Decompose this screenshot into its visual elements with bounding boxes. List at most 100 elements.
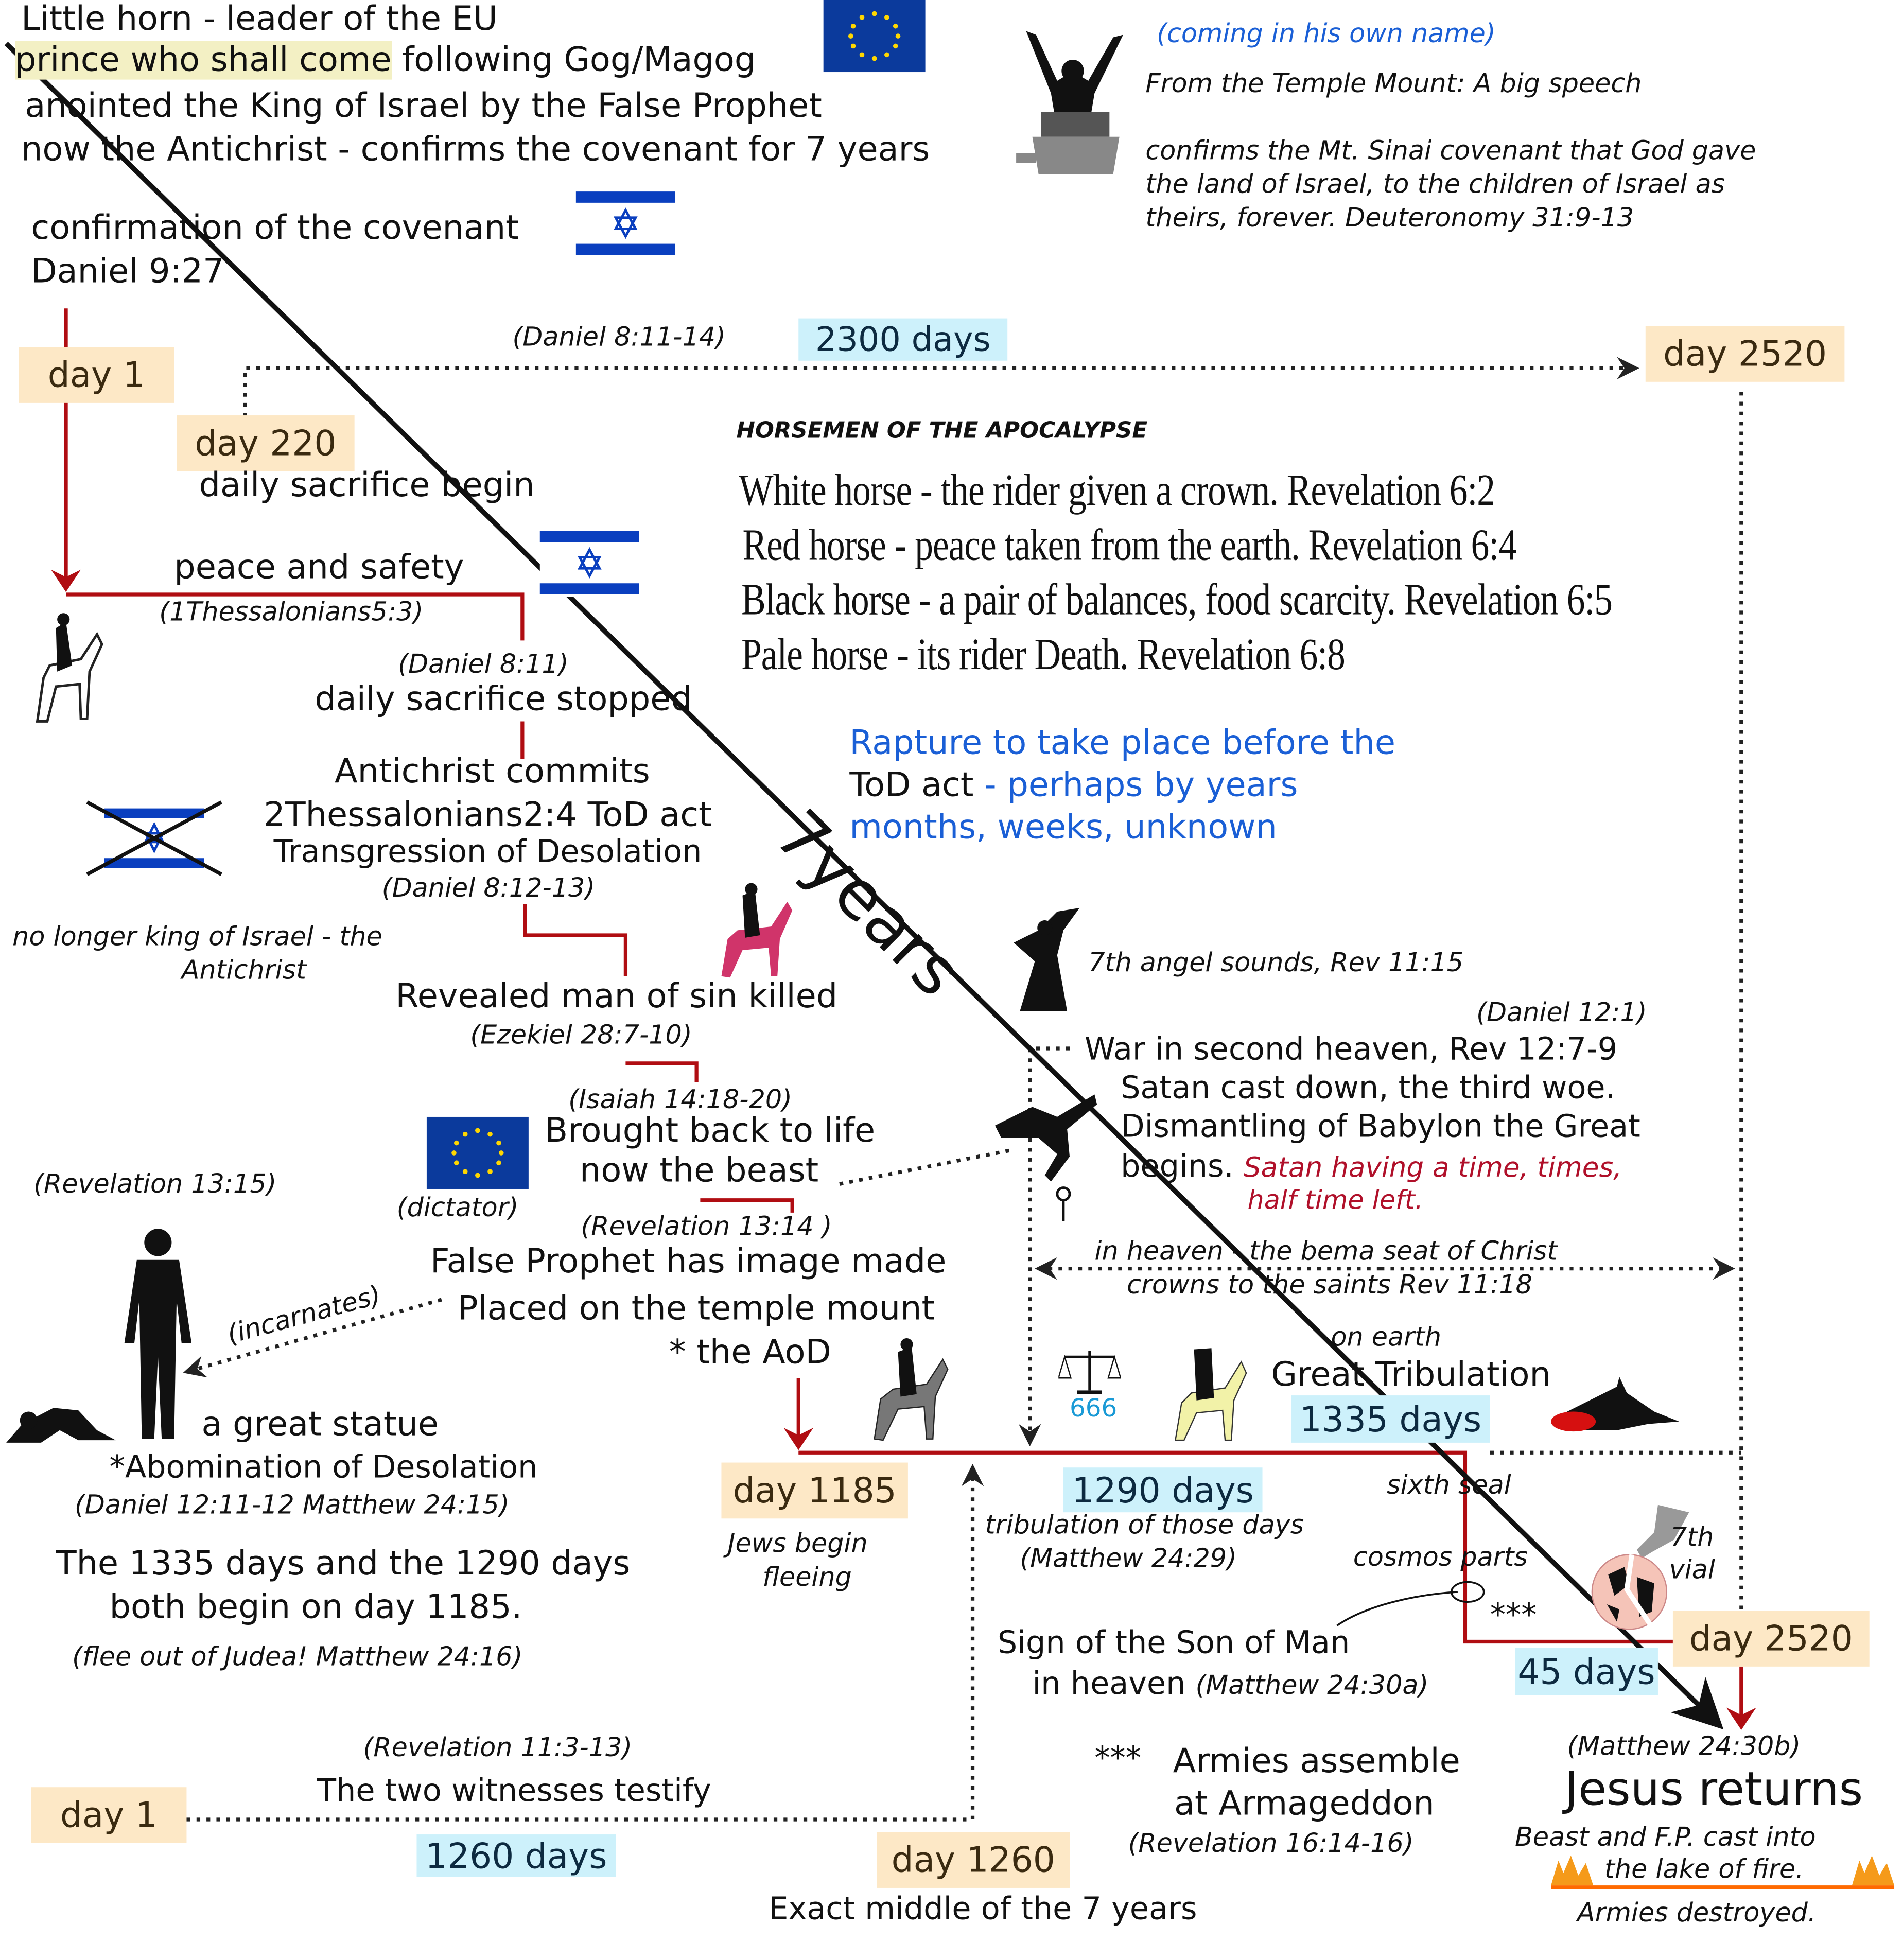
black-horse-rider-icon bbox=[1174, 1348, 1247, 1441]
horseman-white: White horse - the rider given a crown. R… bbox=[739, 465, 1495, 515]
stars-marker: *** bbox=[1490, 1597, 1537, 1633]
eu-flag-icon bbox=[426, 1116, 529, 1189]
brought-back-text: Brought back to life bbox=[545, 1112, 876, 1151]
seventh-vial-globe-icon bbox=[1591, 1504, 1689, 1630]
revealed-text: Revealed man of sin killed bbox=[395, 977, 838, 1017]
israel-flag-icon bbox=[575, 189, 676, 258]
rev-1315-text: (Revelation 13:15) bbox=[33, 1169, 277, 1199]
daniel-121-text: (Daniel 12:1) bbox=[1476, 997, 1647, 1027]
now-beast-text: now the beast bbox=[579, 1151, 819, 1191]
rapture-line-3: months, weeks, unknown bbox=[849, 808, 1277, 847]
red-horse-rider-icon bbox=[721, 883, 793, 978]
beast-cast-text: Beast and F.P. cast into bbox=[1515, 1822, 1816, 1852]
crowns-text: crowns to the saints Rev 11:18 bbox=[1127, 1270, 1532, 1300]
sinai-line-3: theirs, forever. Deuteronomy 31:9-13 bbox=[1145, 202, 1634, 233]
antichrist-commits-text: Antichrist commits bbox=[334, 752, 650, 791]
rev-1614-text: (Revelation 16:14-16) bbox=[1128, 1828, 1414, 1858]
armies-assemble-text: Armies assemble bbox=[1173, 1742, 1460, 1781]
anointed-text: anointed the King of Israel by the False… bbox=[25, 87, 822, 126]
seventh-vial-label-1: 7th bbox=[1670, 1522, 1714, 1552]
placed-temple-text: Placed on the temple mount bbox=[458, 1289, 935, 1328]
thess-text: (1Thessalonians5:3) bbox=[159, 597, 424, 627]
fleeing-text: fleeing bbox=[762, 1562, 852, 1592]
day-2520-bottom-label: day 2520 bbox=[1672, 1611, 1870, 1667]
coming-text: (coming in his own name) bbox=[1157, 19, 1496, 49]
jesus-returns-text: Jesus returns bbox=[1564, 1762, 1863, 1816]
slain-figure-icon bbox=[1551, 1376, 1680, 1432]
antichrist-covenant-text: now the Antichrist - confirms the covena… bbox=[21, 130, 930, 169]
gog-magog-text: following Gog/Magog bbox=[391, 41, 756, 80]
days-1260-label: 1260 days bbox=[416, 1834, 616, 1877]
two-witnesses-text: The two witnesses testify bbox=[317, 1772, 711, 1809]
sinai-line-1: confirms the Mt. Sinai covenant that God… bbox=[1145, 135, 1756, 166]
armageddon-text: at Armageddon bbox=[1174, 1784, 1435, 1824]
day-1-top-label: day 1 bbox=[19, 347, 174, 403]
satan-time-text: Satan having a time, times, bbox=[1243, 1152, 1622, 1184]
horsemen-title: HORSEMEN OF THE APOCALYPSE bbox=[736, 417, 1148, 444]
daniel-811-text: (Daniel 8:11) bbox=[398, 649, 569, 679]
matt-2430b-text: (Matthew 24:30b) bbox=[1567, 1731, 1801, 1761]
transgression-text: Transgression of Desolation bbox=[273, 833, 702, 869]
day-1185-label: day 1185 bbox=[721, 1462, 908, 1519]
begins-line: begins. Satan having a time, times, bbox=[1121, 1148, 1622, 1185]
white-horse-rider-icon bbox=[36, 613, 103, 723]
lake-of-fire-icon bbox=[1551, 1856, 1895, 1889]
israel-flag-icon bbox=[539, 528, 639, 597]
perhaps-years-text: - perhaps by years bbox=[973, 766, 1298, 805]
prince-highlight: prince who shall come bbox=[14, 41, 392, 80]
red-timeline bbox=[51, 308, 1756, 1730]
aod-text: * the AoD bbox=[669, 1333, 831, 1372]
daniel-927-text: Daniel 9:27 bbox=[31, 252, 224, 291]
cosmos-parts-text: cosmos parts bbox=[1353, 1542, 1528, 1572]
horseman-pale: Pale horse - its rider Death. Revelation… bbox=[741, 629, 1346, 679]
horseman-black: Black horse - a pair of balances, food s… bbox=[741, 574, 1613, 624]
little-horn-text: Little horn - leader of the EU bbox=[21, 0, 498, 39]
half-time-text: half time left. bbox=[1247, 1185, 1423, 1215]
armies-destroyed-text: Armies destroyed. bbox=[1577, 1898, 1817, 1928]
begins-text: begins. bbox=[1121, 1148, 1244, 1184]
peace-safety-text: peace and safety bbox=[174, 548, 464, 587]
horseman-red: Red horse - peace taken from the earth. … bbox=[742, 520, 1517, 570]
both-begin-line-1: The 1335 days and the 1290 days bbox=[56, 1545, 631, 1583]
armies-stars-marker: *** bbox=[1094, 1740, 1141, 1776]
great-statue-text: a great statue bbox=[201, 1405, 439, 1444]
matt-2430a-text: (Matthew 24:30a) bbox=[1195, 1670, 1429, 1701]
seven-year-diagonal bbox=[4, 42, 1724, 1730]
matt-2429-text: (Matthew 24:29) bbox=[1020, 1543, 1237, 1573]
ezekiel-text: (Ezekiel 28:7-10) bbox=[470, 1020, 692, 1050]
dan-matt-text: (Daniel 12:11-12 Matthew 24:15) bbox=[74, 1490, 510, 1520]
isaiah-text: (Isaiah 14:18-20) bbox=[568, 1084, 792, 1115]
day-2520-top-label: day 2520 bbox=[1645, 326, 1845, 382]
lake-of-fire-text: the lake of fire. bbox=[1604, 1854, 1804, 1884]
speaker-at-podium-icon bbox=[1016, 31, 1123, 174]
great-tribulation-text: Great Tribulation bbox=[1271, 1355, 1551, 1394]
seventh-vial-label-2: vial bbox=[1669, 1554, 1716, 1585]
on-earth-text: on earth bbox=[1331, 1322, 1442, 1352]
both-begin-line-2: both begin on day 1185. bbox=[109, 1588, 522, 1627]
days-1290-label: 1290 days bbox=[1063, 1467, 1263, 1513]
in-heaven-line: in heaven (Matthew 24:30a) bbox=[1032, 1665, 1429, 1702]
in-heaven-text: in heaven bbox=[1032, 1665, 1196, 1702]
bema-seat-text: in heaven - the bema seat of Christ bbox=[1094, 1236, 1558, 1266]
daniel-81213-text: (Daniel 8:12-13) bbox=[381, 873, 596, 903]
sinai-line-2: the land of Israel, to the children of I… bbox=[1145, 169, 1725, 199]
tribulation-days-text: tribulation of those days bbox=[985, 1510, 1304, 1540]
exact-middle-text: Exact middle of the 7 years bbox=[769, 1890, 1197, 1927]
rapture-line-2: ToD act - perhaps by years bbox=[849, 766, 1298, 804]
daniel-81114-text: (Daniel 8:11-14) bbox=[512, 322, 726, 352]
mark-666-text: 666 bbox=[1070, 1393, 1118, 1423]
thess-2-text: 2Thessalonians2:4 ToD act bbox=[264, 796, 712, 835]
war-heaven-text: War in second heaven, Rev 12:7-9 bbox=[1085, 1031, 1618, 1068]
rapture-line-1: Rapture to take place before the bbox=[849, 724, 1395, 763]
jews-begin-text: Jews begin bbox=[727, 1528, 868, 1559]
day-1260-label: day 1260 bbox=[877, 1832, 1070, 1888]
days-1335-label: 1335 days bbox=[1291, 1395, 1490, 1443]
days-2300-label: 2300 days bbox=[798, 318, 1008, 361]
sacrifice-stopped-text: daily sacrifice stopped bbox=[315, 680, 692, 719]
sacrifice-begin-text: daily sacrifice begin bbox=[199, 466, 535, 505]
seventh-angel-text: 7th angel sounds, Rev 11:15 bbox=[1088, 948, 1464, 978]
abomination-text: *Abomination of Desolation bbox=[109, 1448, 538, 1485]
eu-flag-icon bbox=[823, 0, 926, 73]
